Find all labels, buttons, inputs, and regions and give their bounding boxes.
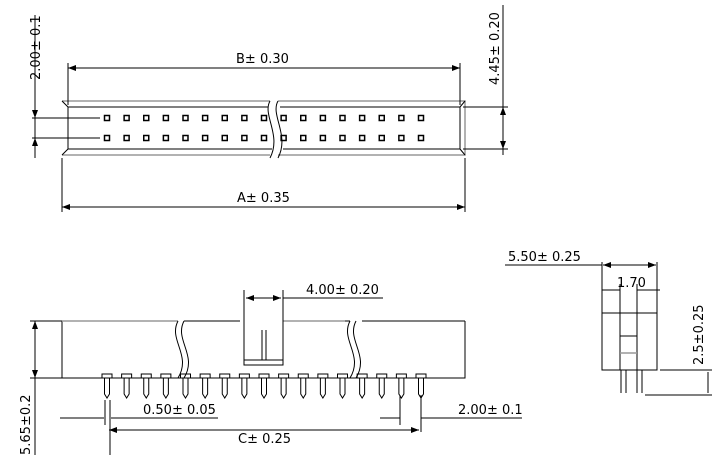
pin	[201, 134, 209, 142]
pin	[160, 373, 172, 399]
pin	[241, 114, 248, 122]
dim-row-pitch-label: 2.00± 0.1	[29, 15, 44, 80]
pin	[103, 114, 111, 122]
pin	[260, 134, 268, 142]
pin	[258, 373, 270, 399]
pin	[162, 114, 170, 122]
pin	[317, 373, 329, 399]
pin	[162, 134, 170, 142]
pin	[280, 134, 287, 142]
pin	[103, 134, 111, 142]
front-view: 5.65±0.2 4.00± 0.20 0.50± 0.05 2.00± 0.1…	[19, 283, 523, 455]
pin	[378, 134, 385, 142]
pin	[417, 134, 425, 142]
pin	[358, 114, 366, 122]
pin-grid	[103, 114, 425, 142]
top-body-inner	[61, 100, 466, 156]
pin	[339, 114, 346, 122]
dim-pin-width-label: 0.50± 0.05	[143, 403, 216, 418]
pin	[219, 373, 231, 399]
pin	[199, 373, 211, 399]
side-body	[601, 312, 658, 371]
dim-side-width-label: 5.50± 0.25	[508, 250, 581, 265]
dim-key-label: 4.00± 0.20	[306, 283, 379, 298]
pin	[278, 373, 290, 399]
dim-side-inner-label: 1.70	[617, 276, 646, 291]
pin	[123, 114, 130, 122]
pin	[123, 134, 130, 142]
key-window	[243, 321, 284, 366]
pin	[143, 114, 150, 122]
pin	[398, 114, 405, 122]
pin	[300, 134, 307, 142]
side-pins	[620, 370, 643, 393]
dim-height-label: 4.45± 0.20	[488, 12, 503, 85]
pin	[182, 114, 189, 122]
pin	[140, 373, 152, 399]
top-view: 2.00± 0.1 B± 0.30 A± 0.35 4.45± 0.20	[29, 5, 508, 212]
break-mark	[175, 320, 361, 379]
dim-pin-height-label: 2.5±0.25	[692, 304, 707, 365]
pin	[319, 114, 327, 122]
pin	[182, 134, 189, 142]
pin	[260, 114, 268, 122]
pin	[300, 114, 307, 122]
dim-a-label: A± 0.35	[237, 191, 290, 206]
pin	[143, 134, 150, 142]
dim-pitch-label: 2.00± 0.1	[458, 403, 523, 418]
top-body-outline	[62, 100, 466, 156]
dim-b-label: B± 0.30	[236, 52, 289, 67]
pin	[417, 114, 425, 122]
dim-c-label: C± 0.25	[238, 432, 291, 447]
pin	[297, 373, 309, 399]
pin	[241, 134, 248, 142]
side-window	[619, 284, 638, 370]
pin	[337, 373, 348, 399]
pin	[221, 114, 228, 122]
pin	[356, 373, 368, 399]
pin	[319, 134, 327, 142]
pin	[339, 134, 346, 142]
pin	[376, 373, 388, 399]
pin	[121, 373, 133, 399]
pin	[221, 134, 228, 142]
pin	[395, 373, 407, 399]
pin	[180, 373, 191, 399]
break-mark	[267, 100, 283, 159]
pin	[101, 373, 113, 399]
pin	[280, 114, 287, 122]
pin	[378, 114, 385, 122]
side-view: 5.50± 0.25 1.70 2.5±0.25	[505, 250, 712, 396]
front-body	[61, 320, 466, 379]
dim-lines-rows	[32, 15, 100, 158]
pin	[238, 373, 250, 399]
pin	[201, 114, 209, 122]
front-pins	[101, 373, 427, 399]
pin	[358, 134, 366, 142]
dim-front-height-label: 5.65±0.2	[19, 394, 34, 455]
pin	[398, 134, 405, 142]
